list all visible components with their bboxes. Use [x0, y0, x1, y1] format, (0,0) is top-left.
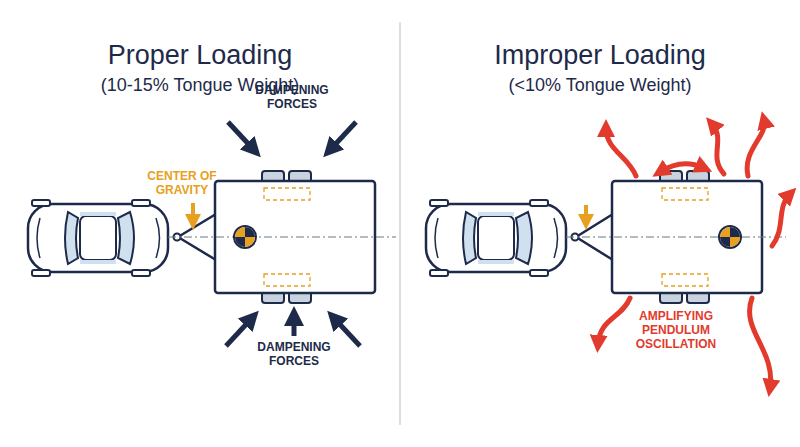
improper-rig: [426, 120, 790, 388]
panel-title: Improper Loading: [450, 40, 750, 71]
dampening-arrow: [334, 318, 360, 346]
dampening-arrow: [228, 122, 254, 150]
axle-outline: [662, 188, 708, 200]
panel-title: Proper Loading: [50, 40, 350, 71]
center-of-gravity-symbol: [719, 226, 741, 248]
oscillation-arrow: [747, 120, 764, 176]
cg-arrow: [584, 205, 588, 222]
force-label: DAMPENING FORCES: [252, 84, 332, 112]
oscillation-arrow: [712, 124, 724, 174]
dampening-arrow: [292, 316, 297, 336]
oscillation-arrow: [772, 194, 790, 246]
axle-outline: [264, 274, 310, 286]
centerline: [566, 237, 786, 238]
axle-outline: [662, 274, 708, 286]
oscillation-arrow: [750, 298, 771, 388]
force-label: DAMPENING FORCES: [254, 341, 334, 369]
center-of-gravity-symbol: [234, 226, 256, 248]
panel-divider: [399, 22, 401, 425]
tow-car: [426, 200, 566, 276]
callout-label: CENTER OF GRAVITY: [142, 170, 222, 198]
oscillation-arrow: [606, 128, 636, 176]
oscillation-arrow: [660, 164, 704, 172]
tow-car: [28, 200, 168, 276]
dampening-arrow: [330, 122, 356, 150]
callout-label: AMPLIFYING PENDULUM OSCILLATION: [628, 310, 724, 351]
proper-rig: [28, 122, 396, 346]
oscillation-arrow: [598, 298, 630, 344]
centerline: [168, 237, 396, 238]
cg-arrow: [191, 203, 195, 222]
dampening-arrow: [226, 318, 252, 346]
axle-outline: [264, 188, 310, 200]
panel-subtitle: (<10% Tongue Weight): [450, 75, 750, 96]
